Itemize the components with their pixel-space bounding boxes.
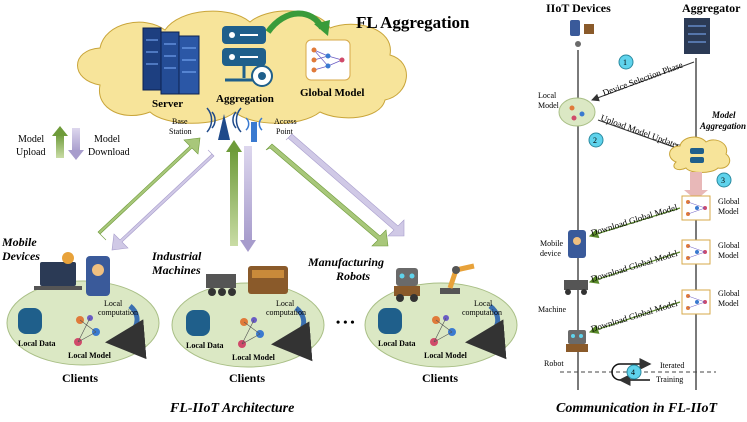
step-1-number: 1 [623, 58, 627, 67]
client-group-machines [171, 266, 325, 368]
robots-clients-caption: Clients [422, 371, 458, 385]
step-1-badge [618, 54, 634, 70]
device-local-model-icon [558, 97, 596, 127]
aggregator-header: Aggregator [682, 1, 741, 15]
global-model-icon [305, 39, 351, 81]
legend-download-arrow [72, 128, 80, 152]
local-model-icon [238, 317, 264, 348]
iterated-training-label: Iterated Training [656, 361, 686, 384]
legend-upload-label: Model Upload [16, 134, 47, 158]
step-4-number: 4 [631, 368, 635, 377]
global-model-label-3: Global Model [718, 289, 742, 308]
local-data-icon [18, 308, 42, 334]
right-panel-caption: Communication in FL-IIoT [556, 401, 718, 416]
server-icon [142, 27, 200, 95]
server-label: Server [152, 98, 183, 110]
step-3-badge [716, 172, 732, 188]
base-station-icon [206, 107, 242, 140]
model-aggregation-cloud [669, 136, 731, 173]
machine-icon-right [564, 280, 588, 295]
access-point-icon [245, 117, 263, 142]
laptop-icon [40, 262, 76, 286]
global-model-label: Global Model [300, 87, 364, 99]
aggregation-icon [222, 26, 273, 87]
global-model-box-2 [681, 239, 711, 265]
local-model-icon [74, 315, 100, 346]
iiot-devices-header: IIoT Devices [546, 1, 611, 15]
iterate-loop-icon [611, 358, 652, 386]
mobile-device-icon [568, 230, 586, 258]
machines-local-computation: Local computation [266, 299, 306, 317]
step-3-number: 3 [721, 176, 725, 185]
upload-arrow-machine [230, 150, 238, 246]
mobile-device-label: Mobile device [540, 239, 565, 258]
upload-updates-label: Upload Model Updates [599, 112, 682, 150]
download-global-label-2: Download Global Model [590, 248, 679, 284]
mobile-local-model: Local Model [68, 351, 112, 360]
mobile-local-computation: Local computation [98, 299, 138, 317]
robot-icon-right [566, 330, 588, 352]
download-arrow-robot [285, 133, 405, 237]
legend: Model Upload Model Download [16, 126, 130, 160]
client-group-robots [364, 263, 518, 368]
robot-icon [396, 268, 418, 286]
global-model-box-1 [681, 195, 711, 221]
access-point-label: Access Point [274, 117, 299, 136]
fl-aggregation-title: FL Aggregation [356, 13, 470, 32]
download-global-label-1: Download Global Model [590, 202, 679, 238]
robot-arm-icon [440, 263, 475, 294]
model-aggregation-label: Model Aggregation [699, 110, 746, 131]
local-data-icon [378, 308, 402, 334]
step-2-badge [588, 132, 604, 148]
robots-local-computation: Local computation [462, 299, 502, 317]
global-model-box-3 [681, 289, 711, 315]
local-model-label: Local Model [538, 91, 560, 110]
upload-updates-arrow [597, 119, 683, 152]
client-group-mobile [6, 252, 160, 366]
left-panel-caption: FL-IIoT Architecture [169, 401, 294, 416]
machines-local-model: Local Model [232, 353, 276, 362]
robot-label: Robot [544, 359, 564, 368]
download-arrow-2 [588, 251, 681, 284]
global-model-label-1: Global Model [718, 197, 742, 216]
download-arrow-machine [244, 146, 252, 242]
flow-arrows [97, 133, 405, 252]
upload-arrow-robot [265, 143, 389, 247]
robots-local-data: Local Data [378, 339, 416, 348]
device-selection-label: Device Selection Phase [601, 60, 684, 98]
upload-arrow-mobile [97, 137, 201, 241]
manufacturing-robots-label: Manufacturing Robots [307, 255, 387, 283]
robots-local-model: Local Model [424, 351, 468, 360]
mobile-clients-caption: Clients [62, 371, 98, 385]
download-global-label-3: Download Global Model [590, 298, 679, 334]
base-station-label: Base Station [169, 117, 192, 136]
legend-upload-arrow [56, 134, 64, 158]
industrial-machines-label: Industrial Machines [151, 249, 204, 277]
download-arrow-1 [588, 207, 681, 239]
machines-local-data: Local Data [186, 341, 224, 350]
aggregator-server-icon [684, 18, 710, 54]
download-arrow-mobile [111, 149, 215, 251]
local-data-icon [186, 310, 210, 336]
download-arrow-3 [588, 301, 681, 334]
aggregation-label: Aggregation [216, 93, 274, 105]
step-4-badge [626, 364, 642, 380]
local-model-icon [430, 315, 456, 346]
gear-icon [62, 252, 74, 264]
more-clients-ellipsis: • • • [336, 315, 355, 329]
step-3-arrow [690, 172, 702, 192]
step-2-number: 2 [593, 136, 597, 145]
device-selection-arrow [591, 61, 695, 102]
mobile-local-data: Local Data [18, 339, 56, 348]
iiot-devices-icon [570, 20, 594, 47]
machines-clients-caption: Clients [229, 371, 265, 385]
mobile-devices-label: Mobile Devices [1, 235, 40, 263]
machine-label: Machine [538, 305, 566, 314]
industrial-machine-icon [206, 274, 236, 288]
legend-download-label: Model Download [88, 134, 130, 158]
global-model-label-2: Global Model [718, 241, 742, 260]
